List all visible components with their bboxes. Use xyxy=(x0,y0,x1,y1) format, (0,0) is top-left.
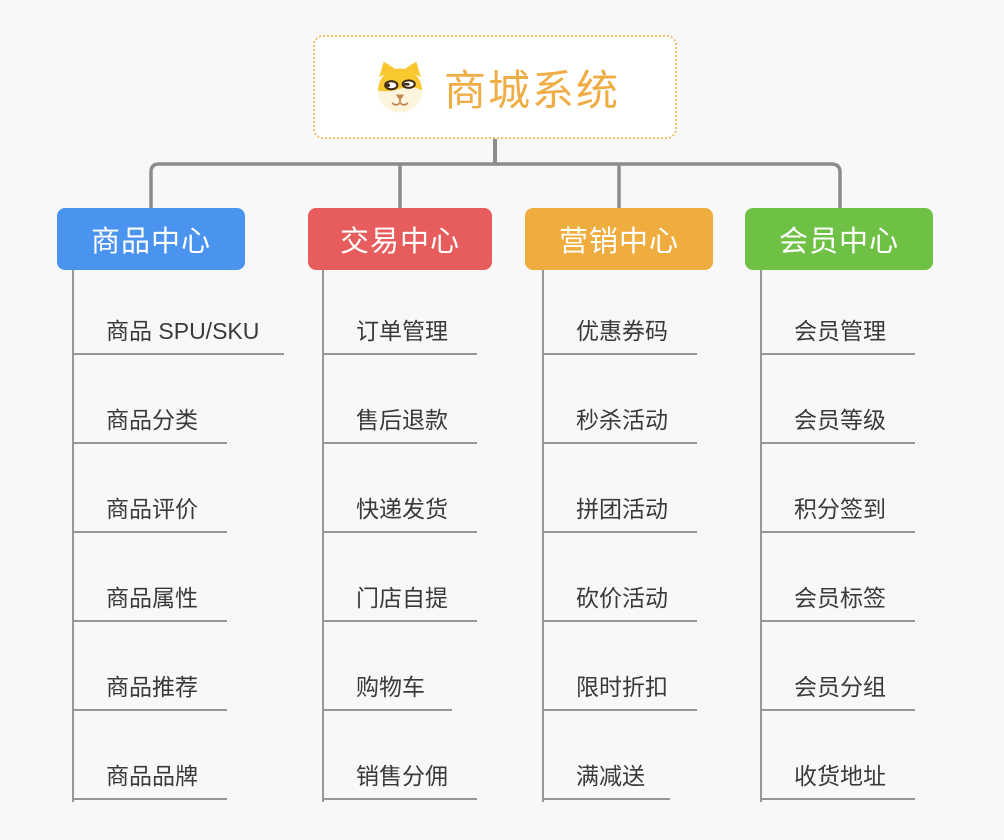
root-title: 商城系统 xyxy=(443,66,620,114)
sub-topic[interactable]: 门店自提 xyxy=(322,584,477,622)
sub-topic[interactable]: 商品推荐 xyxy=(72,673,227,711)
branch-node-trade-center[interactable]: 交易中心 xyxy=(308,208,492,270)
sub-topic[interactable]: 会员分组 xyxy=(760,673,915,711)
branch-node-product-center[interactable]: 商品中心 xyxy=(57,208,245,270)
branch-children-line xyxy=(542,270,544,802)
branch-node-marketing-center[interactable]: 营销中心 xyxy=(525,208,713,270)
sub-topic[interactable]: 积分签到 xyxy=(760,495,915,533)
sub-topic[interactable]: 优惠券码 xyxy=(542,317,697,355)
sub-topic[interactable]: 秒杀活动 xyxy=(542,406,697,444)
branch-children-line xyxy=(760,270,762,802)
sub-topic[interactable]: 商品 SPU/SKU xyxy=(72,317,284,355)
branch-children-line xyxy=(322,270,324,802)
sub-topic[interactable]: 购物车 xyxy=(322,673,452,711)
sub-topic[interactable]: 限时折扣 xyxy=(542,673,697,711)
sub-topic[interactable]: 商品分类 xyxy=(72,406,227,444)
sub-topic[interactable]: 会员标签 xyxy=(760,584,915,622)
dog-face-icon xyxy=(370,58,430,116)
sub-topic[interactable]: 会员管理 xyxy=(760,317,915,355)
sub-topic[interactable]: 售后退款 xyxy=(322,406,477,444)
sub-topic[interactable]: 满减送 xyxy=(542,762,670,800)
sub-topic[interactable]: 商品属性 xyxy=(72,584,227,622)
root-node[interactable]: 商城系统 xyxy=(313,35,677,139)
sub-topic[interactable]: 砍价活动 xyxy=(542,584,697,622)
sub-topic[interactable]: 订单管理 xyxy=(322,317,477,355)
sub-topic[interactable]: 收货地址 xyxy=(760,762,915,800)
sub-topic[interactable]: 商品评价 xyxy=(72,495,227,533)
sub-topic[interactable]: 商品品牌 xyxy=(72,762,227,800)
sub-topic[interactable]: 销售分佣 xyxy=(322,762,477,800)
sub-topic[interactable]: 快递发货 xyxy=(322,495,477,533)
sub-topic[interactable]: 会员等级 xyxy=(760,406,915,444)
branch-node-member-center[interactable]: 会员中心 xyxy=(745,208,933,270)
branch-children-line xyxy=(72,270,74,802)
sub-topic[interactable]: 拼团活动 xyxy=(542,495,697,533)
